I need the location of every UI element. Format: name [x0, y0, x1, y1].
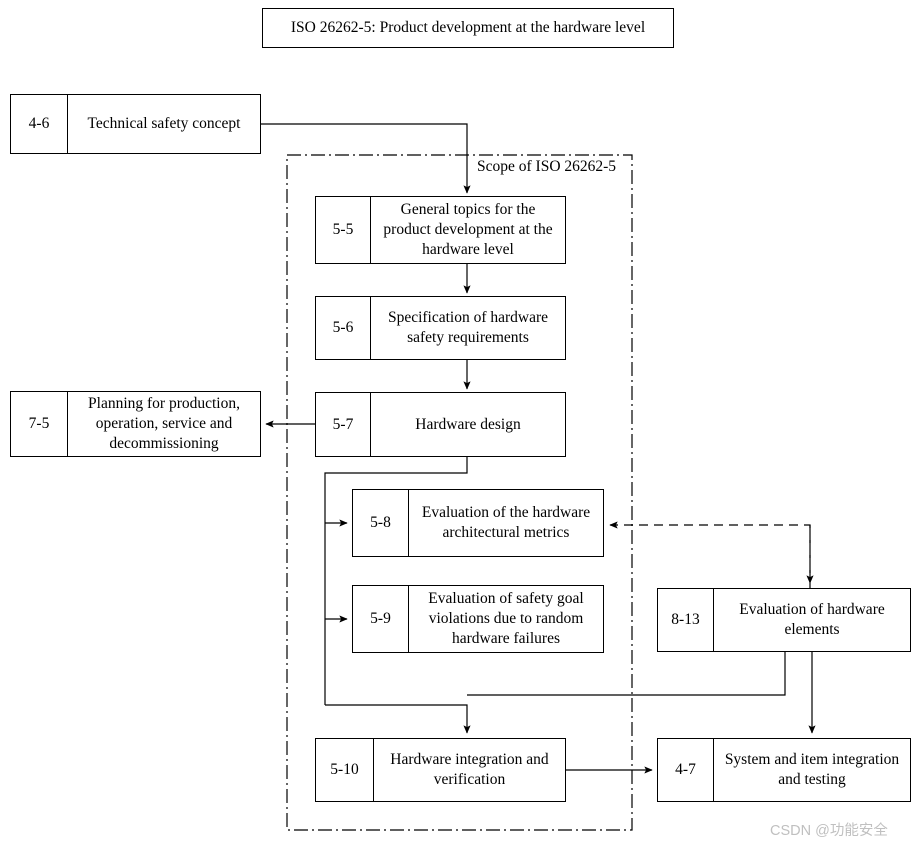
watermark: CSDN @功能安全: [770, 823, 888, 839]
node-4-6[interactable]: 4-6 Technical safety concept: [10, 94, 261, 154]
node-5-8-label: Evaluation of the hardware architectural…: [421, 504, 591, 541]
node-5-9-label: Evaluation of safety goal violations due…: [428, 590, 584, 647]
node-5-7-clause: 5-7: [316, 393, 371, 456]
node-5-10[interactable]: 5-10 Hardware integration and verificati…: [315, 738, 566, 802]
node-4-7-label: System and item integration and testing: [724, 751, 900, 788]
node-4-6-clause: 4-6: [11, 95, 68, 153]
node-8-13[interactable]: 8-13 Evaluation of hardware elements: [657, 588, 911, 652]
node-5-9-clause: 5-9: [353, 586, 409, 652]
node-5-6[interactable]: 5-6 Specification of hardware safety req…: [315, 296, 566, 360]
node-5-5-label: General topics for the product developme…: [383, 201, 553, 258]
node-5-10-clause: 5-10: [316, 739, 374, 801]
wire-4-6-to-5-5: [261, 123, 471, 194]
node-4-7-clause: 4-7: [658, 739, 714, 801]
node-5-8[interactable]: 5-8 Evaluation of the hardware architect…: [352, 489, 604, 557]
node-5-10-label: Hardware integration and verification: [390, 751, 549, 788]
node-4-6-label: Technical safety concept: [87, 115, 241, 133]
node-7-5-clause: 7-5: [11, 392, 68, 456]
node-5-7[interactable]: 5-7 Hardware design: [315, 392, 566, 457]
node-5-7-label: Hardware design: [415, 415, 521, 433]
node-5-8-clause: 5-8: [353, 490, 409, 556]
node-5-6-clause: 5-6: [316, 297, 371, 359]
wire-8-13-to-5-8-dashed: [609, 521, 811, 588]
node-5-9[interactable]: 5-9 Evaluation of safety goal violations…: [352, 585, 604, 653]
node-8-13-label: Evaluation of hardware elements: [739, 601, 885, 638]
node-5-5-clause: 5-5: [316, 197, 371, 263]
node-5-5[interactable]: 5-5 General topics for the product devel…: [315, 196, 566, 264]
node-5-6-label: Specification of hardware safety require…: [387, 309, 549, 346]
node-7-5-label: Planning for production, operation, serv…: [88, 395, 240, 452]
node-4-7[interactable]: 4-7 System and item integration and test…: [657, 738, 911, 802]
node-7-5[interactable]: 7-5 Planning for production, operation, …: [10, 391, 261, 457]
node-8-13-clause: 8-13: [658, 589, 714, 651]
scope-label: Scope of ISO 26262-5: [474, 158, 620, 176]
wire-8-13-to-5-10-run: [467, 652, 786, 696]
wire-bus-to-5-10: [325, 704, 471, 734]
page-title: ISO 26262-5: Product development at the …: [262, 8, 674, 48]
